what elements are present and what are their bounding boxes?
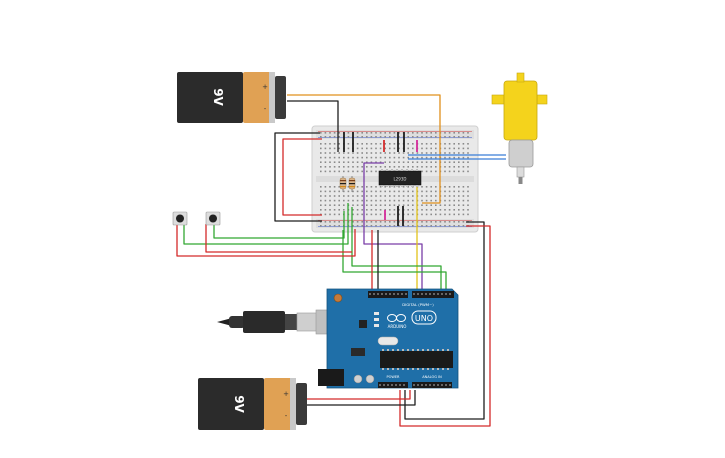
wire-black-battery2[interactable] bbox=[306, 390, 416, 406]
arduino-logo-icon bbox=[387, 314, 406, 322]
wire-red-rail-left[interactable] bbox=[282, 138, 322, 216]
battery-top-plus: + bbox=[262, 83, 268, 91]
battery-bottom-minus: - bbox=[285, 412, 288, 420]
battery-bottom-plus: + bbox=[283, 390, 289, 398]
wire-green-button2[interactable] bbox=[213, 211, 345, 239]
usb-cable[interactable] bbox=[217, 309, 329, 335]
battery-top-minus: - bbox=[264, 105, 267, 113]
digital-header-label: DIGITAL (PWM~) bbox=[402, 302, 434, 307]
push-button-1[interactable] bbox=[172, 211, 188, 226]
wire-red-battery2[interactable] bbox=[306, 390, 411, 400]
chip-label: L293D bbox=[394, 177, 407, 182]
power-label: POWER bbox=[387, 375, 401, 379]
wire-black-battery-minus[interactable] bbox=[287, 100, 339, 152]
battery-9v-bottom[interactable]: 9V + - bbox=[198, 378, 307, 430]
l293d-driver-chip[interactable]: L293D bbox=[378, 169, 422, 187]
chip-pins bbox=[381, 169, 418, 187]
microcontroller-pins bbox=[382, 349, 449, 370]
arduino-model-text: UNO bbox=[415, 314, 433, 323]
wire-purple-control[interactable] bbox=[363, 162, 423, 292]
wire-green-arduino1[interactable] bbox=[351, 207, 442, 292]
resistor-2[interactable] bbox=[348, 176, 356, 192]
arduino-logo-text: ARDUINO bbox=[388, 324, 407, 329]
wire-red-button1[interactable] bbox=[176, 224, 356, 257]
wire-red-rail-right[interactable] bbox=[399, 225, 491, 427]
analog-label: ANALOG IN bbox=[422, 375, 442, 379]
wire-black-rail-left[interactable] bbox=[274, 132, 322, 222]
wires[interactable] bbox=[176, 94, 506, 427]
wire-orange-battery-plus[interactable] bbox=[287, 94, 441, 204]
battery-bottom-label: 9V bbox=[232, 395, 246, 413]
power-analog-header-pins[interactable] bbox=[379, 384, 451, 386]
wire-red-button2[interactable] bbox=[205, 224, 352, 253]
breadboard-jumpers[interactable] bbox=[343, 132, 418, 226]
wire-green-button1[interactable] bbox=[183, 203, 349, 245]
arduino-uno-board[interactable]: DIGITAL (PWM~) ARDUINO UNO POWER ANALOG … bbox=[318, 288, 459, 389]
battery-top-label: 9V bbox=[211, 88, 225, 106]
wire-green-arduino2[interactable] bbox=[342, 230, 447, 292]
battery-9v-top[interactable]: 9V + - bbox=[177, 72, 286, 123]
resistor-1[interactable] bbox=[339, 176, 347, 192]
push-button-2[interactable] bbox=[205, 211, 221, 226]
dc-gear-motor[interactable] bbox=[491, 72, 548, 184]
digital-header-pins[interactable] bbox=[369, 293, 451, 295]
wire-black-rail-right[interactable] bbox=[404, 221, 485, 420]
